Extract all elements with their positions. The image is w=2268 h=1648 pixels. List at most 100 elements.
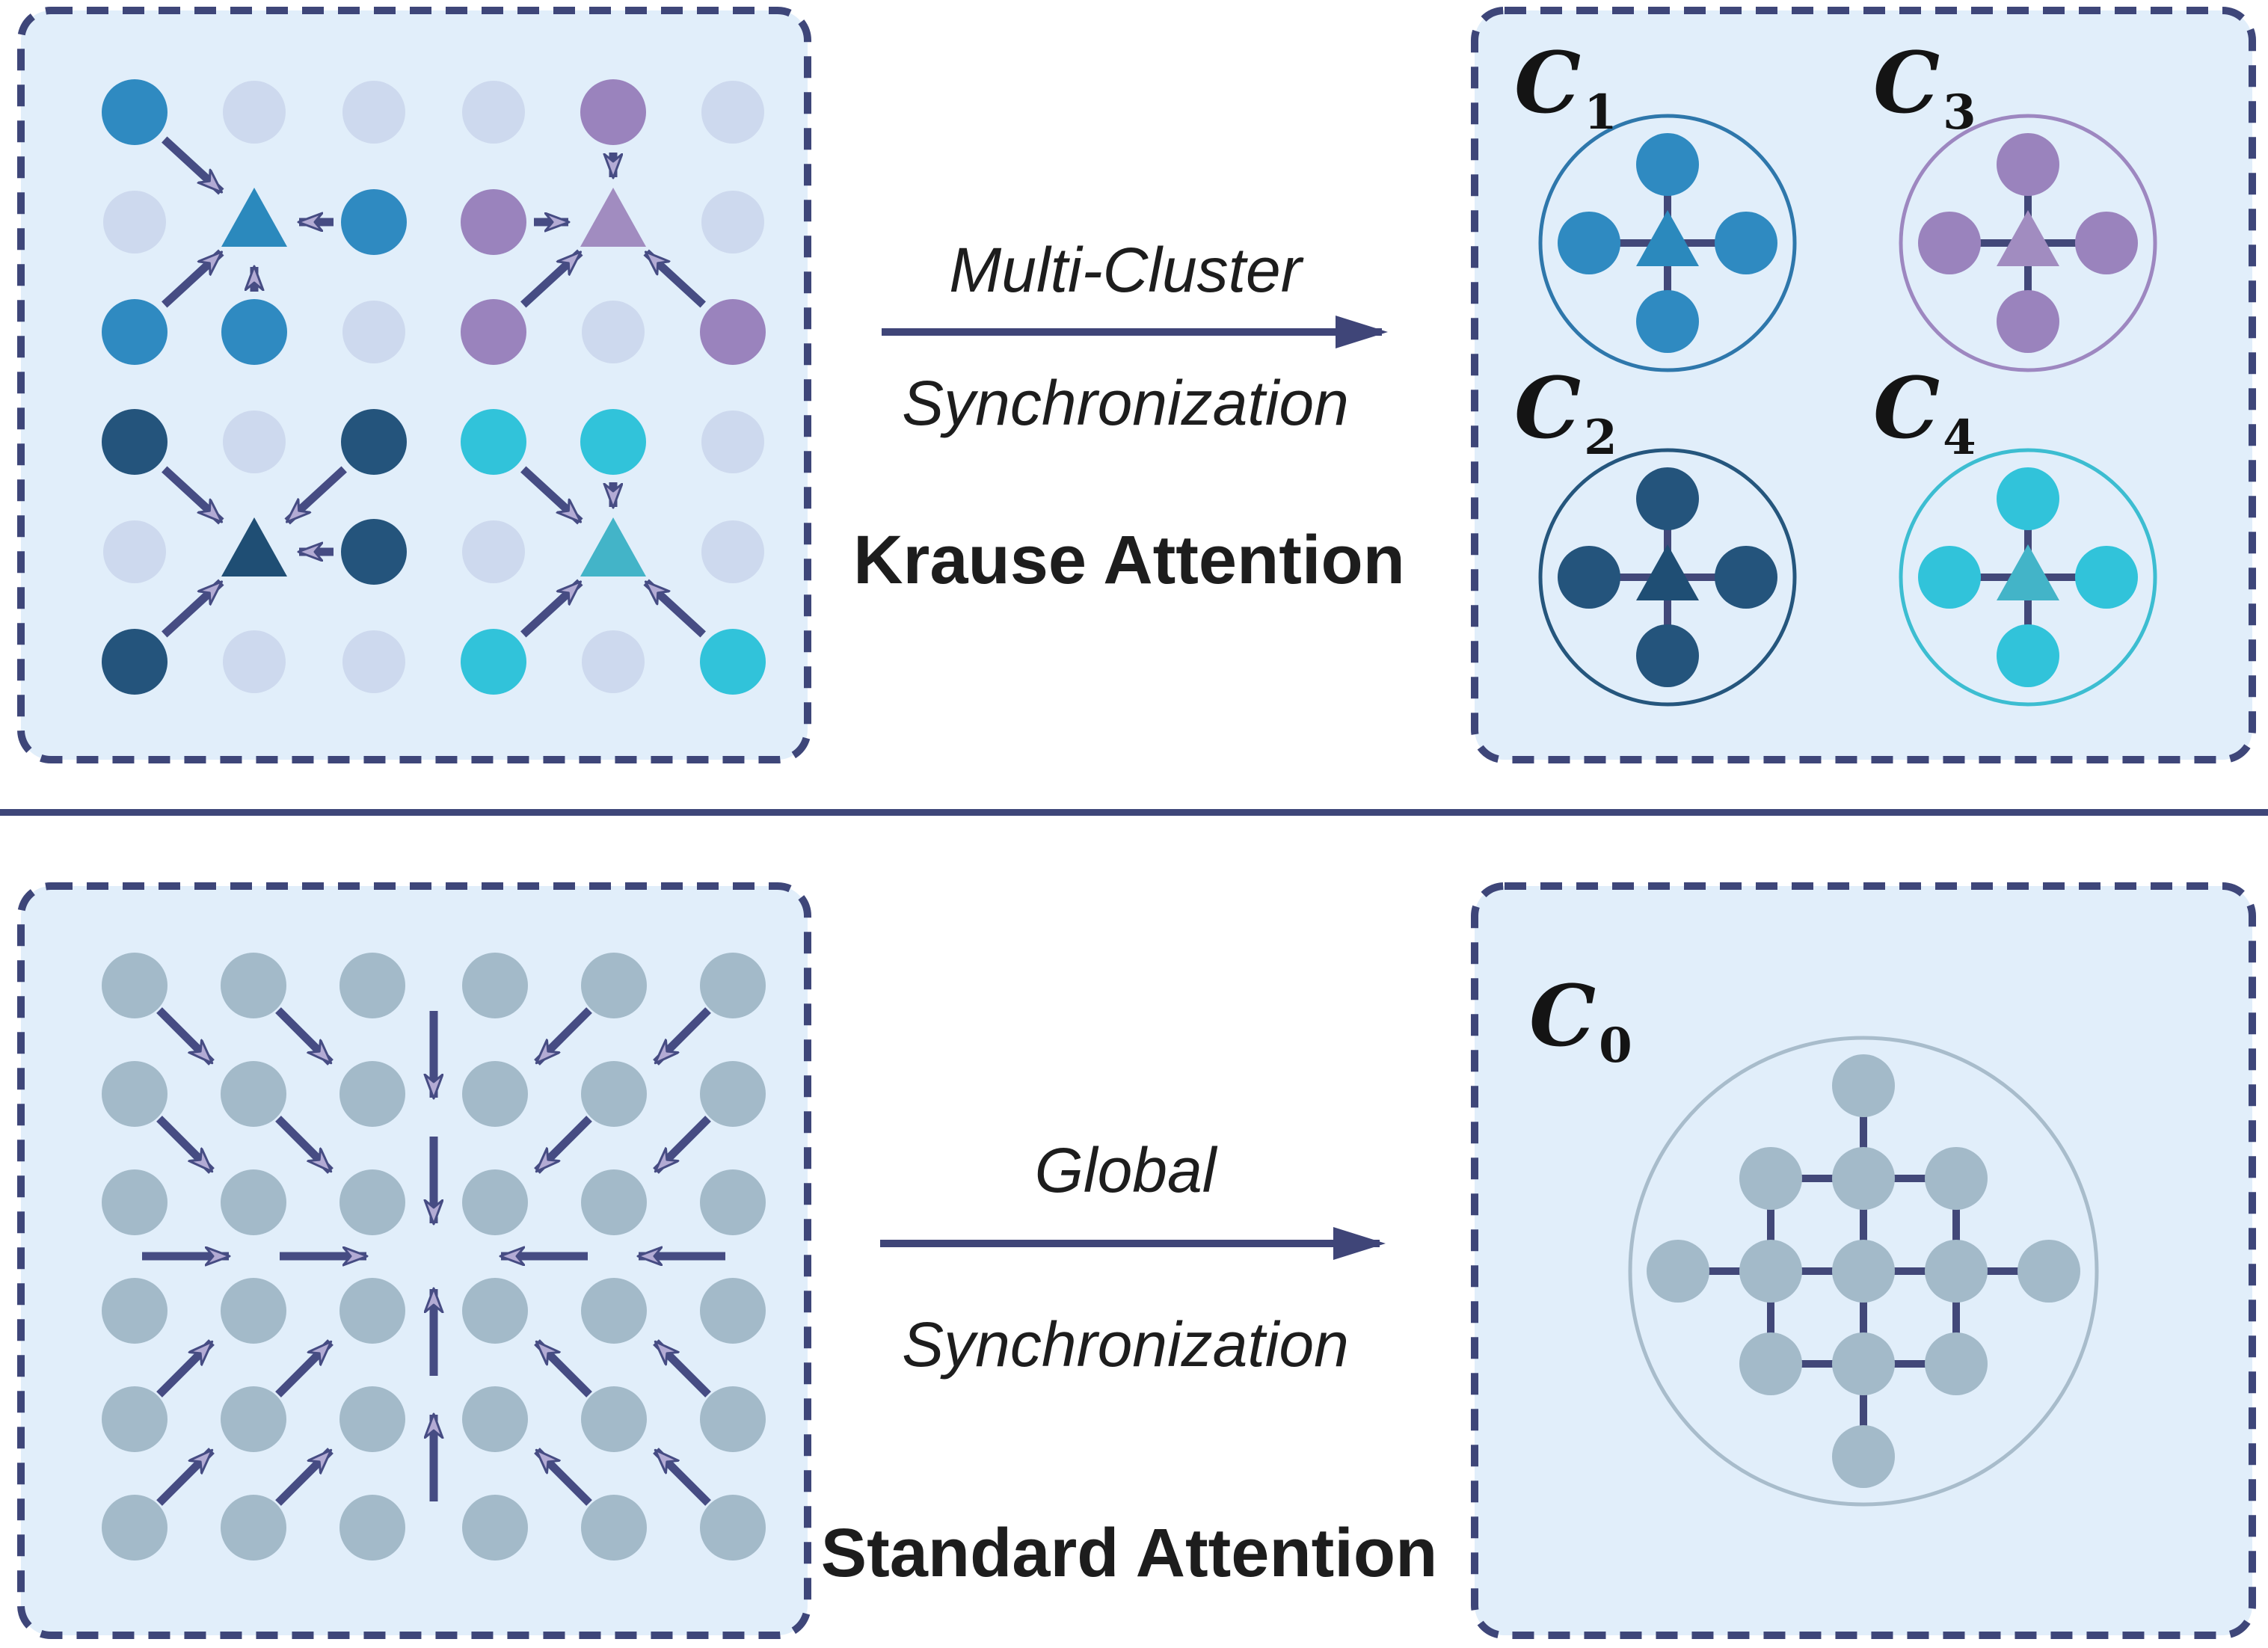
token-dot-gray bbox=[700, 1061, 766, 1127]
token-dot-gray bbox=[221, 1169, 286, 1235]
inactive-token-dot bbox=[223, 630, 286, 693]
global-attention-arrow bbox=[653, 1339, 711, 1398]
token-dot-gray bbox=[462, 1386, 528, 1452]
lattice-dot bbox=[1832, 1240, 1895, 1303]
cluster-circle-c3 bbox=[1899, 114, 2157, 372]
sync-arrow-c2 bbox=[162, 579, 224, 638]
global-attention-arrow bbox=[653, 1007, 711, 1066]
section-divider bbox=[0, 809, 2268, 816]
token-dot-c3 bbox=[461, 189, 526, 255]
global-attention-arrow bbox=[653, 1116, 711, 1174]
token-dot-c2 bbox=[341, 519, 407, 585]
top-process-label-line1: Multi-Cluster bbox=[949, 235, 1303, 305]
token-dot-gray bbox=[462, 1278, 528, 1344]
token-dot-gray bbox=[700, 1278, 766, 1344]
cluster-center-triangle-c4 bbox=[1997, 544, 2059, 600]
cluster-dot-c4 bbox=[1997, 467, 2059, 530]
global-attention-arrow bbox=[534, 1116, 592, 1174]
inactive-token-dot bbox=[342, 630, 405, 693]
token-dot-c2 bbox=[102, 629, 168, 695]
global-attention-arrow bbox=[156, 1007, 215, 1066]
global-cluster-circle bbox=[1628, 1036, 2099, 1507]
sync-arrow-c2 bbox=[284, 466, 347, 525]
token-dot-gray bbox=[581, 1278, 647, 1344]
global-attention-arrow bbox=[534, 1448, 592, 1506]
lattice-dot bbox=[1925, 1332, 1988, 1395]
inactive-token-dot bbox=[103, 191, 166, 253]
sync-arrow-c4 bbox=[520, 579, 583, 638]
lattice-dot bbox=[1925, 1147, 1988, 1210]
lattice-dot bbox=[2017, 1240, 2080, 1303]
token-dot-gray bbox=[102, 1495, 168, 1561]
token-dot-gray bbox=[700, 1495, 766, 1561]
cluster-center-triangle-c2 bbox=[221, 517, 287, 577]
cluster-center-triangle-c1 bbox=[221, 188, 287, 247]
token-dot-gray bbox=[581, 1061, 647, 1127]
cluster-dot-c3 bbox=[1997, 290, 2059, 353]
cluster-center-triangle-c4 bbox=[580, 517, 646, 577]
token-dot-c3 bbox=[461, 299, 526, 365]
token-dot-c2 bbox=[102, 409, 168, 475]
token-dot-c4 bbox=[461, 409, 526, 475]
inactive-token-dot bbox=[342, 301, 405, 363]
sync-arrow-c3 bbox=[520, 249, 583, 308]
lattice-dot bbox=[1832, 1054, 1895, 1117]
cluster-dot-c4 bbox=[2075, 546, 2138, 609]
token-dot-gray bbox=[339, 953, 405, 1018]
inactive-token-dot bbox=[223, 411, 286, 473]
token-dot-gray bbox=[462, 1495, 528, 1561]
token-dot-gray bbox=[581, 953, 647, 1018]
cluster-label-c2: C2 bbox=[1514, 360, 1617, 466]
global-attention-arrow bbox=[275, 1339, 334, 1398]
inactive-token-dot bbox=[462, 81, 525, 144]
inactive-token-dot bbox=[582, 630, 645, 693]
token-dot-gray bbox=[339, 1386, 405, 1452]
cluster-circle-c2 bbox=[1538, 448, 1797, 707]
cluster-dot-c1 bbox=[1558, 212, 1620, 274]
token-dot-gray bbox=[221, 1061, 286, 1127]
global-attention-arrow bbox=[275, 1448, 334, 1506]
cluster-dot-c3 bbox=[1997, 133, 2059, 196]
token-dot-gray bbox=[700, 953, 766, 1018]
token-dot-gray bbox=[221, 1278, 286, 1344]
token-dot-gray bbox=[221, 953, 286, 1018]
token-dot-c1 bbox=[102, 299, 168, 365]
token-dot-gray bbox=[462, 1061, 528, 1127]
lattice-dot bbox=[1832, 1147, 1895, 1210]
global-cluster: C0 bbox=[1529, 968, 2099, 1507]
token-dot-gray bbox=[462, 1169, 528, 1235]
cluster-dot-c1 bbox=[1636, 290, 1699, 353]
cluster-dot-c3 bbox=[2075, 212, 2138, 274]
cluster-center-triangle-c3 bbox=[1997, 210, 2059, 266]
token-dot-c1 bbox=[341, 189, 407, 255]
bottom-process-label-line2: Synchronization bbox=[902, 1309, 1349, 1380]
sync-arrow-c3 bbox=[643, 249, 706, 308]
cluster-dot-c4 bbox=[1918, 546, 1981, 609]
token-dot-gray bbox=[700, 1169, 766, 1235]
lattice-dot bbox=[1739, 1240, 1802, 1303]
sync-arrow-c2 bbox=[162, 466, 224, 525]
cluster-dot-c3 bbox=[1918, 212, 1981, 274]
inactive-token-dot bbox=[103, 520, 166, 583]
token-dot-c1 bbox=[221, 299, 287, 365]
cluster-dot-c2 bbox=[1558, 546, 1620, 609]
global-attention-arrow bbox=[534, 1007, 592, 1066]
token-dot-c4 bbox=[700, 629, 766, 695]
inactive-token-dot bbox=[701, 191, 764, 253]
token-dot-gray bbox=[339, 1495, 405, 1561]
token-dot-c2 bbox=[341, 409, 407, 475]
token-dot-gray bbox=[102, 953, 168, 1018]
sync-arrow-c1 bbox=[162, 249, 224, 308]
cluster-dot-c2 bbox=[1715, 546, 1777, 609]
global-cluster-label: C0 bbox=[1529, 968, 1632, 1074]
clustered-token-grid bbox=[102, 79, 766, 695]
cluster-circle-c4 bbox=[1899, 448, 2157, 707]
krause-attention-label: Krause Attention bbox=[853, 522, 1405, 598]
cluster-dot-c1 bbox=[1715, 212, 1777, 274]
inactive-token-dot bbox=[223, 81, 286, 144]
standard-attention-label: Standard Attention bbox=[821, 1515, 1438, 1591]
cluster-circle-c1 bbox=[1538, 114, 1797, 372]
